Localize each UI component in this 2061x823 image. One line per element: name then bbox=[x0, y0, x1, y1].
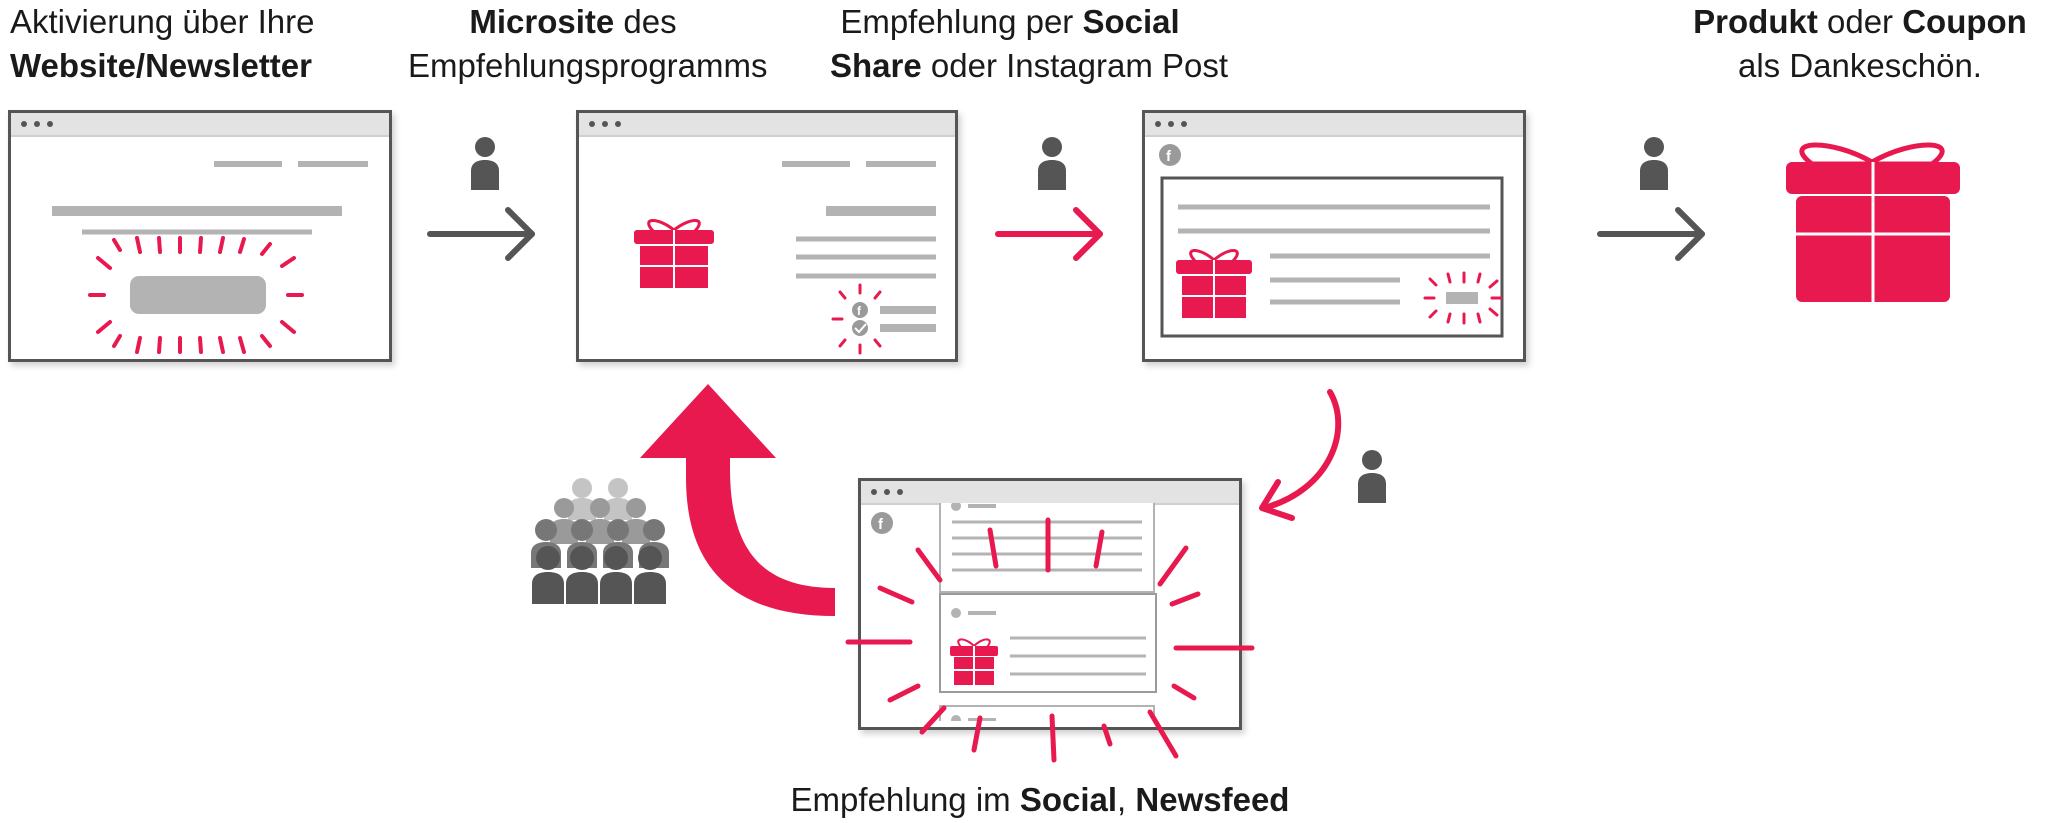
step3-caption-pre: Empfehlung per bbox=[840, 3, 1083, 40]
step3-caption-post: oder Instagram Post bbox=[921, 47, 1229, 84]
website-window bbox=[8, 110, 392, 362]
step1-caption-line1: Aktivierung über Ihre bbox=[10, 3, 315, 40]
facebook-icon bbox=[1159, 144, 1181, 166]
step4-caption-mid: oder bbox=[1817, 3, 1903, 40]
arrow-right-icon bbox=[995, 207, 1103, 261]
gift-icon bbox=[634, 219, 714, 288]
newsfeed-content: f bbox=[845, 503, 1255, 763]
window-titlebar bbox=[11, 113, 389, 137]
curved-arrow-icon bbox=[1259, 389, 1342, 521]
svg-text:f: f bbox=[1166, 148, 1172, 165]
step3-caption-bold2: Share bbox=[830, 47, 922, 84]
microsite-content: f bbox=[634, 161, 936, 355]
step2-caption: Microsite des Empfehlungsprogramms bbox=[408, 0, 768, 88]
step1-caption-bold: Website/Newsletter bbox=[10, 47, 312, 84]
step4-caption-line2: als Dankeschön. bbox=[1738, 47, 1982, 84]
bottom-caption: Empfehlung im Social, Newsfeed bbox=[720, 778, 1360, 822]
cta-button bbox=[130, 276, 266, 314]
step4-caption-bold1: Produkt bbox=[1693, 3, 1818, 40]
svg-text:f: f bbox=[878, 516, 884, 533]
person-icon bbox=[1038, 137, 1066, 190]
gift-icon bbox=[1786, 142, 1960, 302]
return-arrow-icon bbox=[640, 384, 835, 616]
window-titlebar bbox=[1145, 113, 1523, 137]
step2-caption-bold: Microsite bbox=[469, 3, 615, 40]
social-share-content: f bbox=[1159, 144, 1504, 338]
arrow-right-icon bbox=[1597, 207, 1705, 261]
gift-icon bbox=[950, 638, 998, 685]
person-icon bbox=[1358, 450, 1386, 503]
website-content bbox=[52, 161, 368, 354]
step4-caption: Produkt oder Coupon als Dankeschön. bbox=[1665, 0, 2055, 88]
twitter-icon bbox=[852, 320, 868, 336]
svg-text:f: f bbox=[857, 304, 862, 318]
gift-icon bbox=[1176, 249, 1252, 318]
facebook-icon bbox=[871, 512, 893, 534]
step4-caption-bold2: Coupon bbox=[1902, 3, 2027, 40]
facebook-icon bbox=[852, 302, 868, 318]
cta-burst bbox=[88, 236, 304, 354]
bottom-caption-bold2: Newsfeed bbox=[1135, 781, 1290, 818]
bottom-caption-pre: Empfehlung im bbox=[790, 781, 1020, 818]
feed-burst bbox=[845, 517, 1255, 763]
step2-caption-rest: des bbox=[614, 3, 677, 40]
person-icon bbox=[1640, 137, 1668, 190]
step1-caption: Aktivierung über Ihre Website/Newsletter bbox=[10, 0, 315, 88]
step3-caption: Empfehlung per Social Share oder Instagr… bbox=[830, 0, 1228, 88]
bottom-caption-sep: , bbox=[1117, 781, 1136, 818]
window-titlebar bbox=[579, 113, 955, 137]
arrow-right-icon bbox=[427, 207, 535, 261]
crowd-icon bbox=[531, 478, 669, 604]
step3-caption-bold1: Social bbox=[1082, 3, 1180, 40]
person-icon bbox=[471, 137, 499, 190]
bottom-caption-bold1: Social bbox=[1019, 781, 1118, 818]
step2-caption-line2: Empfehlungsprogramms bbox=[408, 47, 768, 84]
